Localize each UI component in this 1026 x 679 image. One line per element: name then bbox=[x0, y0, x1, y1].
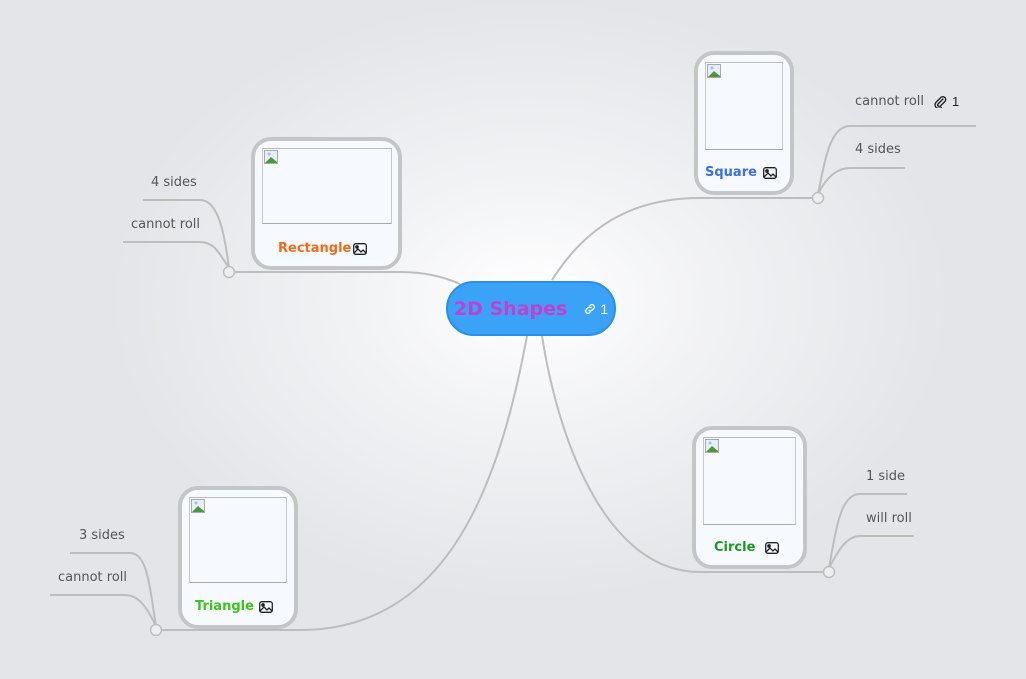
image-icon[interactable] bbox=[765, 542, 779, 554]
node-triangle[interactable]: Triangle bbox=[178, 486, 298, 629]
leaf-label[interactable]: cannot roll bbox=[855, 94, 925, 109]
root-link[interactable]: 1 bbox=[583, 301, 608, 317]
attachment-count: 1 bbox=[952, 94, 960, 109]
link-count: 1 bbox=[600, 300, 609, 317]
image-placeholder bbox=[703, 437, 796, 525]
image-placeholder bbox=[189, 497, 287, 583]
node-rectangle[interactable]: Rectangle bbox=[251, 137, 402, 270]
attachment[interactable]: 1 bbox=[933, 94, 959, 109]
leaf-label[interactable]: 4 sides bbox=[855, 142, 901, 157]
collapse-toggle[interactable] bbox=[222, 265, 236, 279]
image-icon[interactable] bbox=[259, 601, 273, 613]
node-label: Rectangle bbox=[278, 241, 352, 256]
leaf-label[interactable]: 1 side bbox=[866, 469, 906, 484]
image-placeholder bbox=[705, 62, 783, 150]
node-label: Triangle bbox=[195, 599, 254, 614]
leaf-label[interactable]: 3 sides bbox=[79, 528, 125, 543]
broken-image-icon bbox=[707, 64, 721, 78]
paperclip-icon bbox=[934, 96, 947, 108]
node-label: Square bbox=[705, 165, 757, 180]
image-icon[interactable] bbox=[353, 243, 367, 255]
collapse-toggle[interactable] bbox=[149, 623, 163, 637]
broken-image-icon bbox=[264, 150, 278, 164]
leaf-label[interactable]: cannot roll bbox=[58, 570, 128, 585]
leaf-label[interactable]: will roll bbox=[866, 511, 912, 526]
image-placeholder bbox=[262, 148, 392, 224]
broken-image-icon bbox=[705, 439, 719, 453]
leaf-label[interactable]: cannot roll bbox=[131, 217, 201, 232]
link-icon bbox=[585, 303, 596, 314]
node-label: Circle bbox=[714, 540, 756, 555]
collapse-toggle[interactable] bbox=[811, 191, 825, 205]
node-circle[interactable]: Circle bbox=[692, 426, 807, 569]
leaf-label[interactable]: 4 sides bbox=[151, 175, 197, 190]
collapse-toggle[interactable] bbox=[822, 565, 836, 579]
node-square[interactable]: Square bbox=[694, 51, 794, 195]
image-icon[interactable] bbox=[763, 167, 777, 179]
broken-image-icon bbox=[191, 499, 205, 513]
root-node[interactable]: 2D Shapes 1 bbox=[446, 281, 616, 336]
root-title: 2D Shapes bbox=[453, 297, 568, 320]
